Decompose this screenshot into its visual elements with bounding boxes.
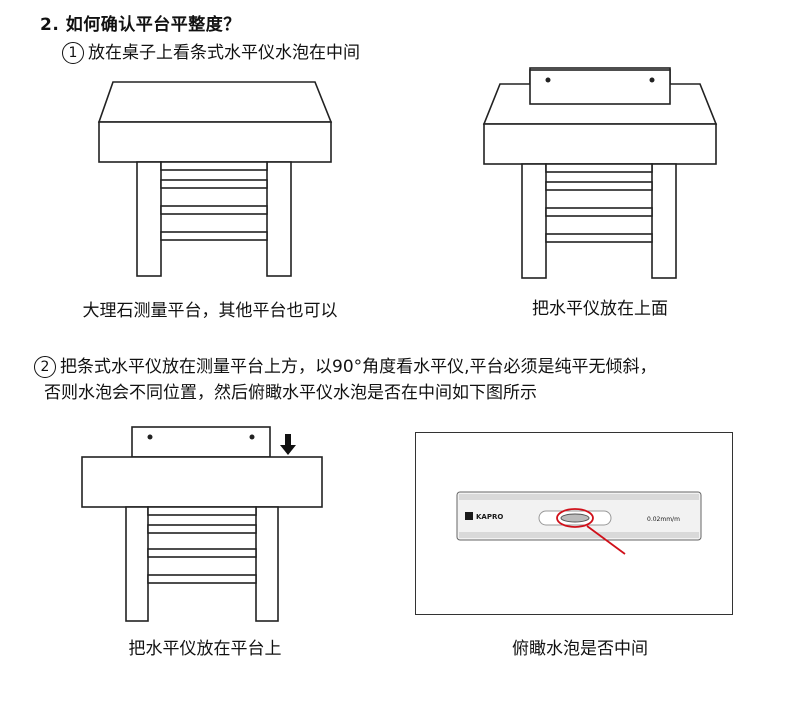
highlight-pointer-line (586, 525, 626, 555)
step-1-text: 放在桌子上看条式水平仪水泡在中间 (88, 43, 360, 63)
table-with-level-illustration (482, 67, 718, 279)
step-2-line-2: 否则水泡会不同位置，然后俯瞰水平仪水泡是否在中间如下图所示 (44, 383, 537, 403)
side-view-table-illustration (81, 426, 323, 622)
bubble-vial (560, 513, 590, 523)
bubble-highlight-circle (556, 508, 594, 528)
marble-table-illustration (97, 81, 333, 277)
spec-label: 0.02mm/m (647, 516, 680, 523)
step-2-number: 2 (34, 356, 56, 378)
arrow-down-icon (280, 434, 296, 455)
caption-view-bubble: 俯瞰水泡是否中间 (512, 639, 648, 659)
caption-marble-table: 大理石测量平台，其他平台也可以 (82, 301, 338, 321)
kapro-logo-icon (465, 512, 473, 520)
level-top-view-frame (415, 432, 733, 615)
caption-place-level: 把水平仪放在上面 (532, 299, 668, 319)
step-1-number: 1 (62, 42, 84, 64)
caption-level-on-platform: 把水平仪放在平台上 (128, 639, 282, 659)
brand-label: KAPRO (476, 513, 503, 521)
level-top-view-illustration: KAPRO 0.02mm/m (456, 491, 702, 555)
step-2-line-1: 把条式水平仪放在测量平台上方，以90°角度看水平仪,平台必须是纯平无倾斜， (60, 357, 657, 377)
page-heading: 2. 如何确认平台平整度？ (40, 15, 241, 35)
